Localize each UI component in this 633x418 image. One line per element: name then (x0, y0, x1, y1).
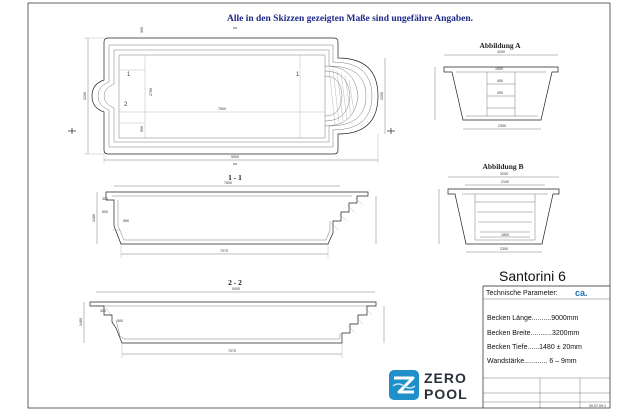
plan-length-dim: 9000 (231, 155, 239, 159)
section-1-top-dim: 7500 (224, 181, 232, 185)
section-1-label: 1 - 1 (228, 173, 242, 182)
abbildung-b-bottom-dim: 2300 (500, 247, 508, 251)
section-2-label: 2 - 2 (228, 278, 242, 287)
section-1-dim-b: 500 (102, 210, 108, 214)
sheet-border (27, 2, 611, 409)
section-2-depth-dim: 1480 (79, 318, 83, 326)
header-note: Alle in den Skizzen gezeigten Maße sind … (227, 14, 473, 24)
section-2-top-dim: 9000 (232, 287, 240, 291)
plan-width-dim-right: 2200 (380, 92, 384, 100)
params-label: Technische Parameter: (486, 290, 558, 297)
abbildung-a-dim-3: 250 (497, 91, 503, 95)
plan-width-dim: 3200 (83, 92, 87, 100)
zeropool-mark-icon (389, 370, 419, 400)
section-1-dim-c: 950 (123, 219, 129, 223)
section-2-bottom-dim: 7070 (228, 349, 236, 353)
spec-depth: Becken Tiefe......1480 ± 20mm (487, 344, 582, 351)
abbildung-a-dim-2: 450 (497, 79, 503, 83)
section-1-depth-dim: 1480 (92, 214, 96, 222)
abbildung-b-upper-dim: 2100 (501, 180, 509, 184)
section-2-dim-b: 500 (117, 319, 123, 323)
section-1-1: 1 - 1 7500 7070 1480 300 500 950 (92, 173, 377, 258)
footer-code: 20.07.09.1 (589, 404, 606, 408)
svg-text:1: 1 (127, 72, 131, 78)
model-title: Santorini 6 (499, 268, 566, 284)
abbildung-a-top-dim: 3200 (497, 50, 505, 54)
params-logo: ca. (575, 288, 588, 298)
plan-dim-a: 300 (140, 27, 144, 33)
zeropool-logo: ZERO POOL (389, 370, 468, 402)
brand-top: ZERO (424, 370, 467, 386)
section-1-dim-a: 300 (102, 197, 108, 201)
abbildung-b: Abbildung B 3200 2100 1800 2300 (438, 162, 560, 253)
abbildung-a-title: Abbildung A (479, 41, 521, 50)
title-block (482, 285, 610, 408)
abbildung-a: Abbildung A 3200 1500 450 250 2300 (434, 41, 559, 130)
section-2-dim-a: 300 (100, 309, 106, 313)
section-2-2: 2 - 2 9000 7070 1480 300 500 (79, 278, 385, 358)
svg-text:1: 1 (296, 72, 300, 78)
section-1-bottom-dim: 7070 (220, 249, 228, 253)
abbildung-b-lower-dim: 1800 (501, 233, 509, 237)
spec-width: Becken Breite...........3200mm (487, 330, 579, 337)
spec-length: Becken Länge..........9000mm (487, 315, 579, 322)
abbildung-a-dim-1: 1500 (495, 67, 503, 71)
plan-dim-b: 500 (140, 126, 144, 132)
abbildung-a-bottom-dim: 2300 (498, 124, 506, 128)
plan-inner-length-dim: 7500 (218, 107, 226, 111)
svg-text:2: 2 (124, 102, 128, 108)
abbildung-b-top-dim: 3200 (500, 172, 508, 176)
brand-bottom: POOL (424, 386, 468, 402)
spec-wall: Wandstärke............ 6 – 9mm (487, 358, 577, 365)
abbildung-b-title: Abbildung B (482, 162, 523, 171)
plan-dim-c: 2700 (149, 88, 153, 96)
plan-view: 1 1 2 9000 7500 3200 2200 300 500 2700 (68, 27, 395, 165)
